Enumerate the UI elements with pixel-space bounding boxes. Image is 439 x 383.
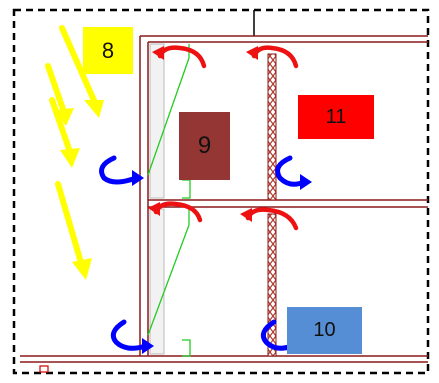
outflow-arrows (148, 45, 299, 231)
corner-marker (39, 365, 49, 373)
down-arrow-icon (49, 97, 80, 168)
lattice-column-lower (267, 213, 277, 357)
label-box-11: 11 (298, 95, 374, 139)
curved-arrow-icon (240, 207, 299, 231)
curved-arrow-icon (99, 155, 144, 186)
label-box-9: 9 (179, 112, 230, 180)
curved-arrow-icon (152, 45, 207, 69)
inflow-arrows (99, 155, 312, 354)
facade-panes (149, 43, 165, 355)
label-box-8: 8 (83, 27, 133, 74)
lattice-column-upper (267, 53, 277, 201)
curved-arrow-icon (275, 155, 312, 190)
down-arrow-icon (59, 25, 104, 118)
wind-arrows (45, 25, 104, 280)
down-arrow-icon (55, 181, 92, 280)
green-louvres (147, 44, 191, 357)
dashed-frame (12, 8, 430, 375)
building-shell (20, 35, 428, 363)
curved-arrow-icon (148, 201, 203, 223)
label-box-10: 10 (287, 307, 362, 354)
curved-arrow-icon (246, 45, 299, 69)
curved-arrow-icon (110, 319, 154, 354)
